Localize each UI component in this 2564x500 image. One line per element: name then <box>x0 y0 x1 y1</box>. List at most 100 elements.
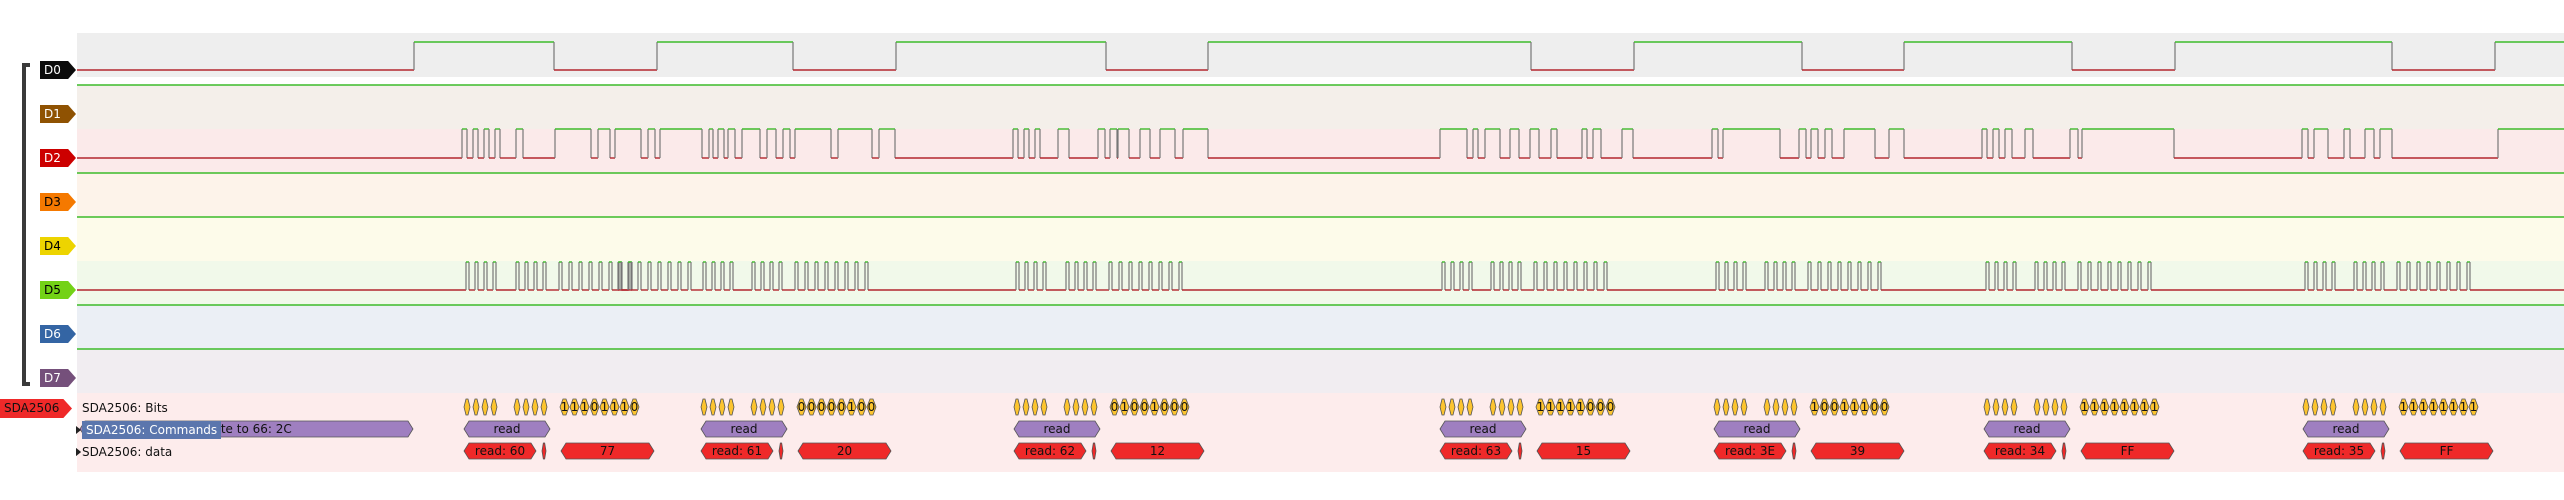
data-bit-text: 1 <box>1567 400 1575 414</box>
read-address-text: read: 61 <box>712 444 762 458</box>
channel-band <box>77 305 2564 349</box>
address-bit <box>700 398 708 416</box>
channel-band <box>77 349 2564 393</box>
address-bit <box>540 398 548 416</box>
data-bit: 0 <box>1829 398 1840 416</box>
data-bit: 1 <box>846 398 857 416</box>
data-bit-text: 0 <box>1607 400 1615 414</box>
data-bit-text: 1 <box>611 400 619 414</box>
data-bit: 1 <box>2139 398 2150 416</box>
data-bit-text: 1 <box>2081 400 2089 414</box>
data-bit: 1 <box>1545 398 1556 416</box>
read-value: 12 <box>1110 442 1205 460</box>
triangle-expand-icon[interactable] <box>76 448 81 456</box>
command-read-text: read <box>1469 422 1496 436</box>
data-bit-text: 0 <box>818 400 826 414</box>
channel-label-d1[interactable]: D1 <box>40 105 76 123</box>
channel-label-d6[interactable]: D6 <box>40 325 76 343</box>
data-bit: 0 <box>1595 398 1606 416</box>
address-bit <box>2370 398 2378 416</box>
address-bit <box>1790 398 1798 416</box>
decoder-row-commands[interactable]: SDA2506: Commands <box>82 421 222 439</box>
address-bit <box>1713 398 1721 416</box>
data-bit: 1 <box>2099 398 2110 416</box>
channel-label-d5[interactable]: D5 <box>40 281 76 299</box>
address-bit <box>531 398 539 416</box>
data-bit-text: 0 <box>1871 400 1879 414</box>
data-bit: 0 <box>629 398 640 416</box>
channel-label-d3[interactable]: D3 <box>40 193 76 211</box>
marker <box>1791 442 1797 460</box>
data-bit-text: 0 <box>838 400 846 414</box>
command-read: read <box>2302 420 2390 438</box>
command-read-text: read <box>1043 422 1070 436</box>
address-bit <box>1763 398 1771 416</box>
data-bit: 0 <box>1585 398 1596 416</box>
address-bit <box>1090 398 1098 416</box>
data-bit-text: 1 <box>561 400 569 414</box>
decoder-badge[interactable]: SDA2506 <box>0 399 72 418</box>
data-bit: 0 <box>1139 398 1150 416</box>
data-bit-text: 1 <box>2410 400 2418 414</box>
data-bit-text: 1 <box>2101 400 2109 414</box>
data-bit-text: 1 <box>2111 400 2119 414</box>
read-value-text: 20 <box>837 444 852 458</box>
channel-label-d0[interactable]: D0 <box>40 61 76 79</box>
data-bit: 1 <box>2468 398 2479 416</box>
data-bit: 1 <box>559 398 570 416</box>
data-bit: 0 <box>1819 398 1830 416</box>
command-read: read <box>1439 420 1527 438</box>
data-bit-text: 1 <box>2400 400 2408 414</box>
marker <box>2061 442 2067 460</box>
data-bit: 0 <box>1879 398 1890 416</box>
data-bit: 0 <box>1869 398 1880 416</box>
channel-label-d4[interactable]: D4 <box>40 237 76 255</box>
address-bit <box>522 398 530 416</box>
address-bit <box>1457 398 1465 416</box>
read-value-text: 12 <box>1150 444 1165 458</box>
address-bit <box>1722 398 1730 416</box>
address-bit <box>2379 398 2387 416</box>
data-bit: 1 <box>1575 398 1586 416</box>
data-bit: 1 <box>2079 398 2090 416</box>
data-bit-text: 1 <box>2430 400 2438 414</box>
read-address: read: 35 <box>2302 442 2376 460</box>
data-bit: 0 <box>1169 398 1180 416</box>
read-value-text: 39 <box>1850 444 1865 458</box>
data-bit-text: 1 <box>1537 400 1545 414</box>
command-read: read <box>700 420 788 438</box>
channel-label-d7[interactable]: D7 <box>40 369 76 387</box>
address-bit <box>1466 398 1474 416</box>
read-address: read: 60 <box>463 442 537 460</box>
data-bit-text: 1 <box>1547 400 1555 414</box>
address-bit <box>768 398 776 416</box>
data-bit-text: 1 <box>1861 400 1869 414</box>
address-bit <box>463 398 471 416</box>
data-bit-text: 1 <box>1811 400 1819 414</box>
triangle-expand-icon[interactable] <box>76 426 81 434</box>
data-bit: 0 <box>836 398 847 416</box>
address-bit <box>759 398 767 416</box>
data-bit: 0 <box>589 398 600 416</box>
address-bit <box>1022 398 1030 416</box>
address-bit <box>1072 398 1080 416</box>
channel-band <box>77 85 2564 129</box>
channel-band <box>77 217 2564 261</box>
data-bit-text: 0 <box>858 400 866 414</box>
address-bit <box>1983 398 1991 416</box>
data-bit-text: 1 <box>2420 400 2428 414</box>
data-bit: 1 <box>1849 398 1860 416</box>
address-bit <box>472 398 480 416</box>
channel-label-d2[interactable]: D2 <box>40 149 76 167</box>
data-bit: 1 <box>619 398 630 416</box>
channel-band <box>77 173 2564 217</box>
address-bit <box>2329 398 2337 416</box>
address-bit <box>718 398 726 416</box>
command-read: read <box>1013 420 1101 438</box>
data-bit: 1 <box>1809 398 1820 416</box>
data-bit-text: 1 <box>848 400 856 414</box>
group-bracket-icon <box>22 63 30 386</box>
data-bit-text: 0 <box>1881 400 1889 414</box>
data-bit-text: 0 <box>828 400 836 414</box>
